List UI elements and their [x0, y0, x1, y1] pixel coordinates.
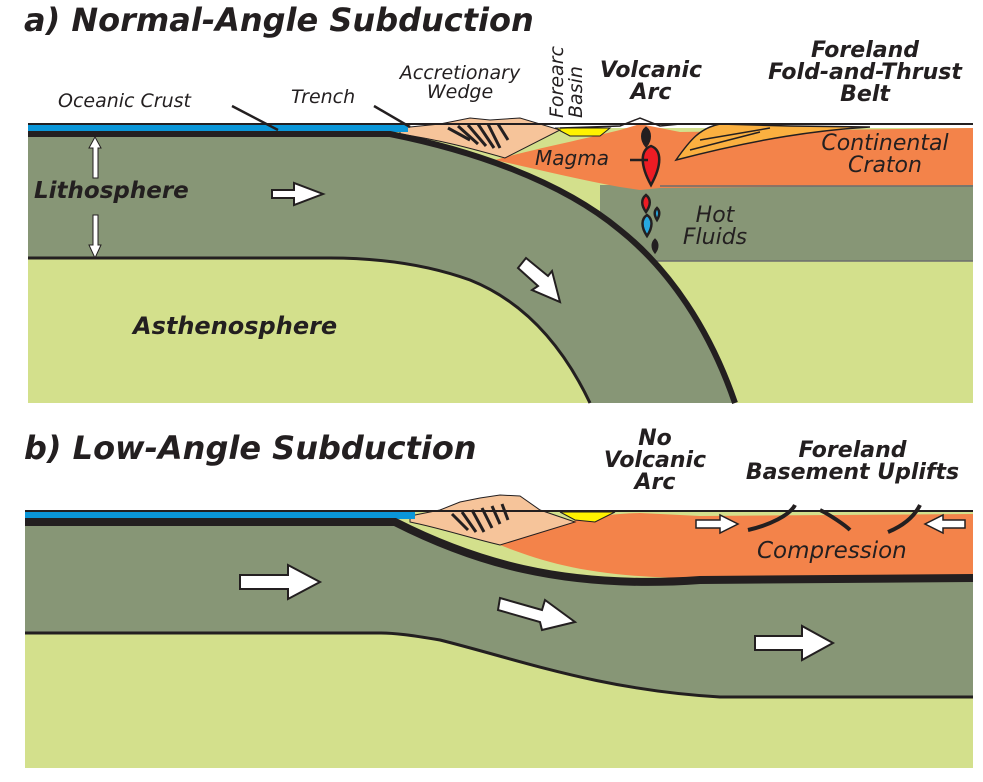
panel-a-title: a) Normal-Angle Subduction [24, 1, 534, 39]
thickness-arrow-icon [88, 135, 102, 260]
label-uplift-line2: Basement Uplifts [745, 460, 960, 485]
label-foreland-line3: Belt [840, 82, 890, 107]
label-volcanic-line2: Arc [630, 80, 672, 105]
subducting-slab-a [28, 134, 735, 403]
accretionary-wedge-b [409, 494, 577, 546]
label-no-arc-line1: No [638, 426, 672, 451]
label-hot-fluids: Hot Fluids [670, 205, 760, 249]
label-trench: Trench [291, 86, 356, 108]
label-hot-line1: Hot [695, 203, 735, 228]
panel-b-title: b) Low-Angle Subduction [24, 429, 477, 467]
label-forearc-basin: Forearc Basin [546, 46, 587, 118]
label-oceanic-crust: Oceanic Crust [58, 90, 192, 112]
label-asthenosphere: Asthenosphere [133, 312, 338, 340]
label-volcanic-line1: Volcanic [599, 58, 703, 83]
forearc-basin-a [554, 127, 612, 137]
leader-oceanic-crust [231, 104, 279, 132]
label-hot-line2: Fluids [682, 225, 748, 250]
label-lithosphere: Lithosphere [34, 178, 189, 204]
label-foreland-basement-uplifts: Foreland Basement Uplifts [730, 440, 975, 484]
plate-motion-arrow-b2-icon [496, 596, 578, 632]
label-continental-line2: Craton [848, 153, 922, 178]
label-no-arc-line3: Arc [634, 470, 676, 495]
magma-drops-a [641, 126, 661, 255]
fold-thrust-belt-a [674, 123, 871, 162]
continental-crust-a [495, 124, 973, 190]
panel-b-graphic [25, 494, 974, 768]
ocean-a [28, 124, 408, 132]
label-compression: Compression [757, 538, 907, 564]
continental-crust-b [500, 513, 973, 578]
plate-motion-arrow-b3-icon [754, 624, 836, 662]
uplift-faults-b [747, 503, 922, 534]
plate-motion-arrow-b1-icon [239, 563, 323, 601]
leader-trench [373, 104, 411, 129]
label-volcanic-arc: Volcanic Arc [596, 60, 706, 104]
oceanic-crust-line-b [25, 518, 974, 586]
label-uplift-line1: Foreland [798, 438, 907, 463]
label-continental-craton: Continental Craton [800, 133, 970, 177]
label-foreland-fold-thrust: Foreland Fold-and-Thrust Belt [750, 40, 980, 106]
label-accretionary-line2: Wedge [426, 81, 494, 103]
label-no-arc-line2: Volcanic [603, 448, 707, 473]
label-continental-line1: Continental [821, 131, 949, 156]
label-foreland-line2: Fold-and-Thrust [768, 60, 962, 85]
compression-arrow-left-icon [923, 513, 966, 535]
slab-motion-arrow-icon [516, 256, 562, 304]
label-magma: Magma [535, 146, 609, 170]
label-no-volcanic-arc: No Volcanic Arc [590, 428, 720, 494]
label-accretionary-wedge: Accretionary Wedge [380, 64, 540, 102]
ocean-b [25, 511, 415, 519]
label-forearc-line2: Basin [565, 66, 587, 118]
plate-motion-arrow-icon [271, 181, 326, 207]
oceanic-crust-line-a [28, 131, 738, 404]
panel-a-graphic [28, 104, 973, 404]
compression-arrow-right-icon [695, 513, 740, 535]
continental-lithosphere-a [600, 185, 973, 261]
label-foreland-line1: Foreland [810, 38, 919, 63]
label-accretionary-line1: Accretionary [399, 62, 521, 84]
